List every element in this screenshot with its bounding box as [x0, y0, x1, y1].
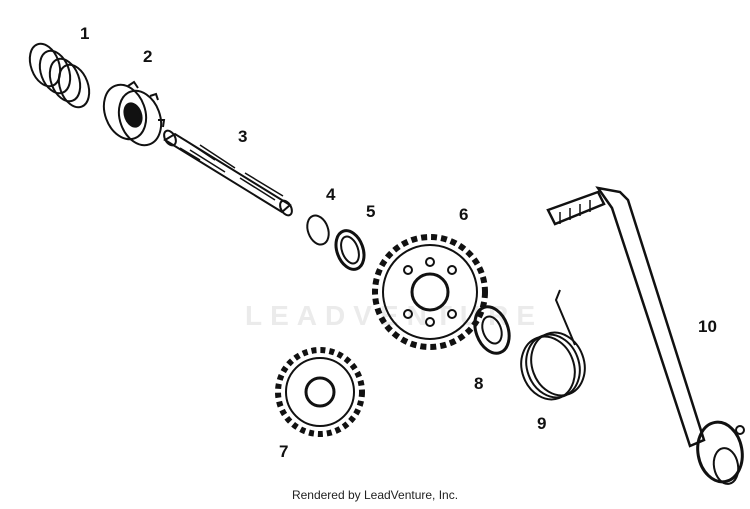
part-9-torsion-spring — [520, 289, 586, 401]
callout-2: 2 — [143, 47, 153, 66]
callout-7: 7 — [279, 442, 289, 461]
part-8-bushing — [473, 305, 511, 355]
part-10-kick-lever — [546, 186, 745, 485]
callout-10: 10 — [698, 317, 717, 336]
footer-credit: Rendered by LeadVenture, Inc. — [291, 488, 459, 502]
callout-3: 3 — [238, 127, 248, 146]
part-1-spring — [28, 42, 91, 109]
callout-9: 9 — [537, 414, 547, 433]
part-5-washer — [334, 229, 366, 271]
callout-1: 1 — [80, 24, 90, 43]
part-2-ratchet — [102, 80, 166, 147]
callout-5: 5 — [366, 202, 376, 221]
callout-6: 6 — [459, 205, 469, 224]
callout-4: 4 — [326, 185, 336, 204]
part-7-small-gear — [275, 347, 365, 437]
part-3-shaft — [163, 129, 293, 217]
callout-8: 8 — [474, 374, 484, 393]
part-4-circlip — [306, 214, 330, 246]
part-6-large-gear — [372, 234, 488, 350]
